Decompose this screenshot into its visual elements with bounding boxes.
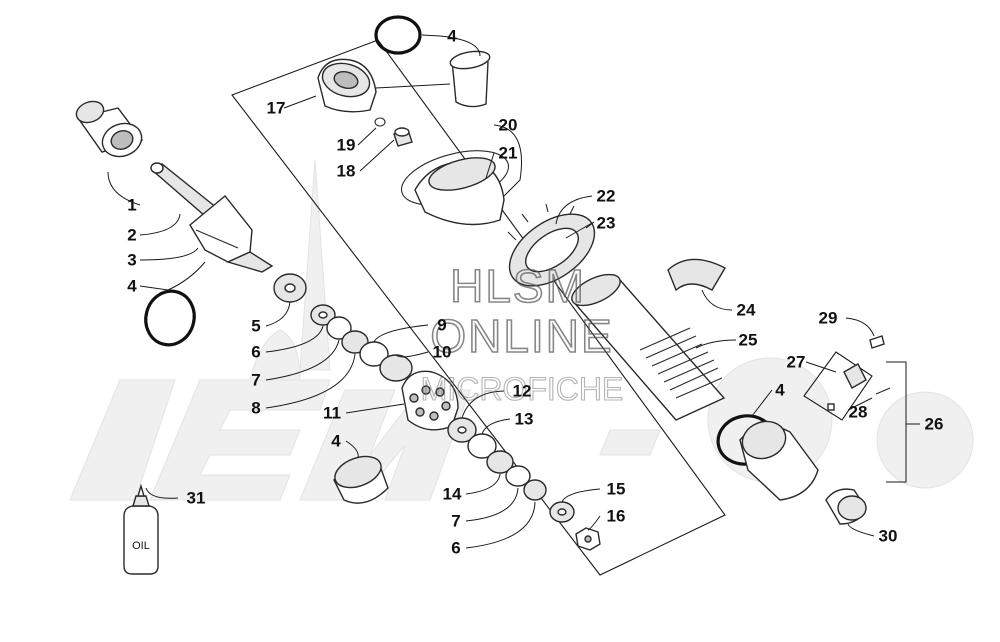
part-5-washer — [273, 273, 307, 303]
part-17-cap — [317, 58, 377, 113]
callout-4-lower[interactable]: 4 — [331, 432, 341, 451]
callout-20[interactable]: 20 — [499, 116, 518, 135]
callout-16[interactable]: 16 — [607, 507, 626, 526]
callout-9[interactable]: 9 — [437, 316, 446, 335]
callout-11[interactable]: 11 — [323, 404, 341, 423]
watermark-line-2: ONLINE — [430, 310, 613, 362]
callout-4-right[interactable]: 4 — [775, 381, 785, 400]
callout-26[interactable]: 26 — [925, 415, 944, 434]
part-24-shield — [667, 258, 726, 292]
callout-24[interactable]: 24 — [737, 301, 756, 320]
watermark-line-3: MICROFICHE — [421, 371, 624, 407]
callout-31[interactable]: 31 — [187, 489, 206, 508]
callout-2[interactable]: 2 — [127, 226, 136, 245]
part-16-nut — [575, 527, 601, 551]
part-4-o-ring-left — [144, 289, 196, 347]
callout-13[interactable]: 13 — [515, 410, 534, 429]
part-20-21-reservoir-piston — [400, 150, 510, 226]
callout-18[interactable]: 18 — [337, 162, 356, 181]
part-25-spring-body — [570, 273, 726, 421]
bracket-26 — [886, 361, 907, 483]
assembly-frame — [231, 39, 726, 576]
callout-27[interactable]: 27 — [787, 353, 806, 372]
callout-10[interactable]: 10 — [433, 343, 452, 362]
callout-7-upper[interactable]: 7 — [251, 371, 260, 390]
callout-8[interactable]: 8 — [251, 399, 260, 418]
callout-25[interactable]: 25 — [739, 331, 758, 350]
part-31-oil-bottle: OIL — [123, 483, 159, 575]
shock-body-lower — [739, 420, 819, 501]
part-28-o-ring — [875, 387, 891, 395]
callout-12[interactable]: 12 — [513, 382, 532, 401]
callout-23[interactable]: 23 — [597, 214, 616, 233]
callout-4-left[interactable]: 4 — [127, 277, 137, 296]
callout-5[interactable]: 5 — [251, 317, 260, 336]
shim-stack-upper — [310, 304, 413, 382]
part-4-band-top — [449, 50, 491, 108]
part-30-bushing — [825, 488, 867, 525]
callout-29[interactable]: 29 — [819, 309, 838, 328]
watermark-line-1: HLSM — [450, 260, 586, 312]
callout-14[interactable]: 14 — [443, 485, 462, 504]
oil-bottle-label: OIL — [132, 540, 150, 552]
callout-21[interactable]: 21 — [499, 144, 518, 163]
part-1-bushing — [75, 100, 144, 158]
shim-stack-lower — [447, 417, 547, 501]
callout-labels: 1 2 3 4 4 4 4 5 6 6 7 7 8 9 10 11 12 13 … — [127, 27, 943, 558]
leader-lines — [107, 34, 920, 549]
part-4-o-ring-top — [374, 15, 422, 55]
callout-4-top[interactable]: 4 — [447, 27, 457, 46]
callout-3[interactable]: 3 — [127, 251, 136, 270]
callout-1[interactable]: 1 — [127, 196, 136, 215]
callout-30[interactable]: 30 — [879, 527, 898, 546]
callout-6-lower[interactable]: 6 — [451, 539, 460, 558]
callout-15[interactable]: 15 — [607, 480, 626, 499]
callout-17[interactable]: 17 — [267, 99, 286, 118]
part-19-o-ring-small — [374, 117, 386, 127]
part-29-screw — [869, 335, 885, 349]
callout-6-upper[interactable]: 6 — [251, 343, 260, 362]
part-18-valve — [393, 127, 413, 147]
callout-19[interactable]: 19 — [337, 136, 356, 155]
part-4-band-lower — [333, 455, 389, 504]
part-27-adjuster — [803, 351, 873, 421]
part-11-piston — [401, 370, 459, 431]
callout-28[interactable]: 28 — [849, 403, 868, 422]
part-3-shaft-eye — [189, 195, 274, 273]
hlsm-watermark: HLSM ONLINE MICROFICHE — [420, 259, 624, 407]
part-22-23-spring-nut — [507, 203, 596, 287]
callout-7-lower[interactable]: 7 — [451, 512, 460, 531]
callout-22[interactable]: 22 — [597, 187, 616, 206]
part-15-washer — [549, 501, 575, 523]
